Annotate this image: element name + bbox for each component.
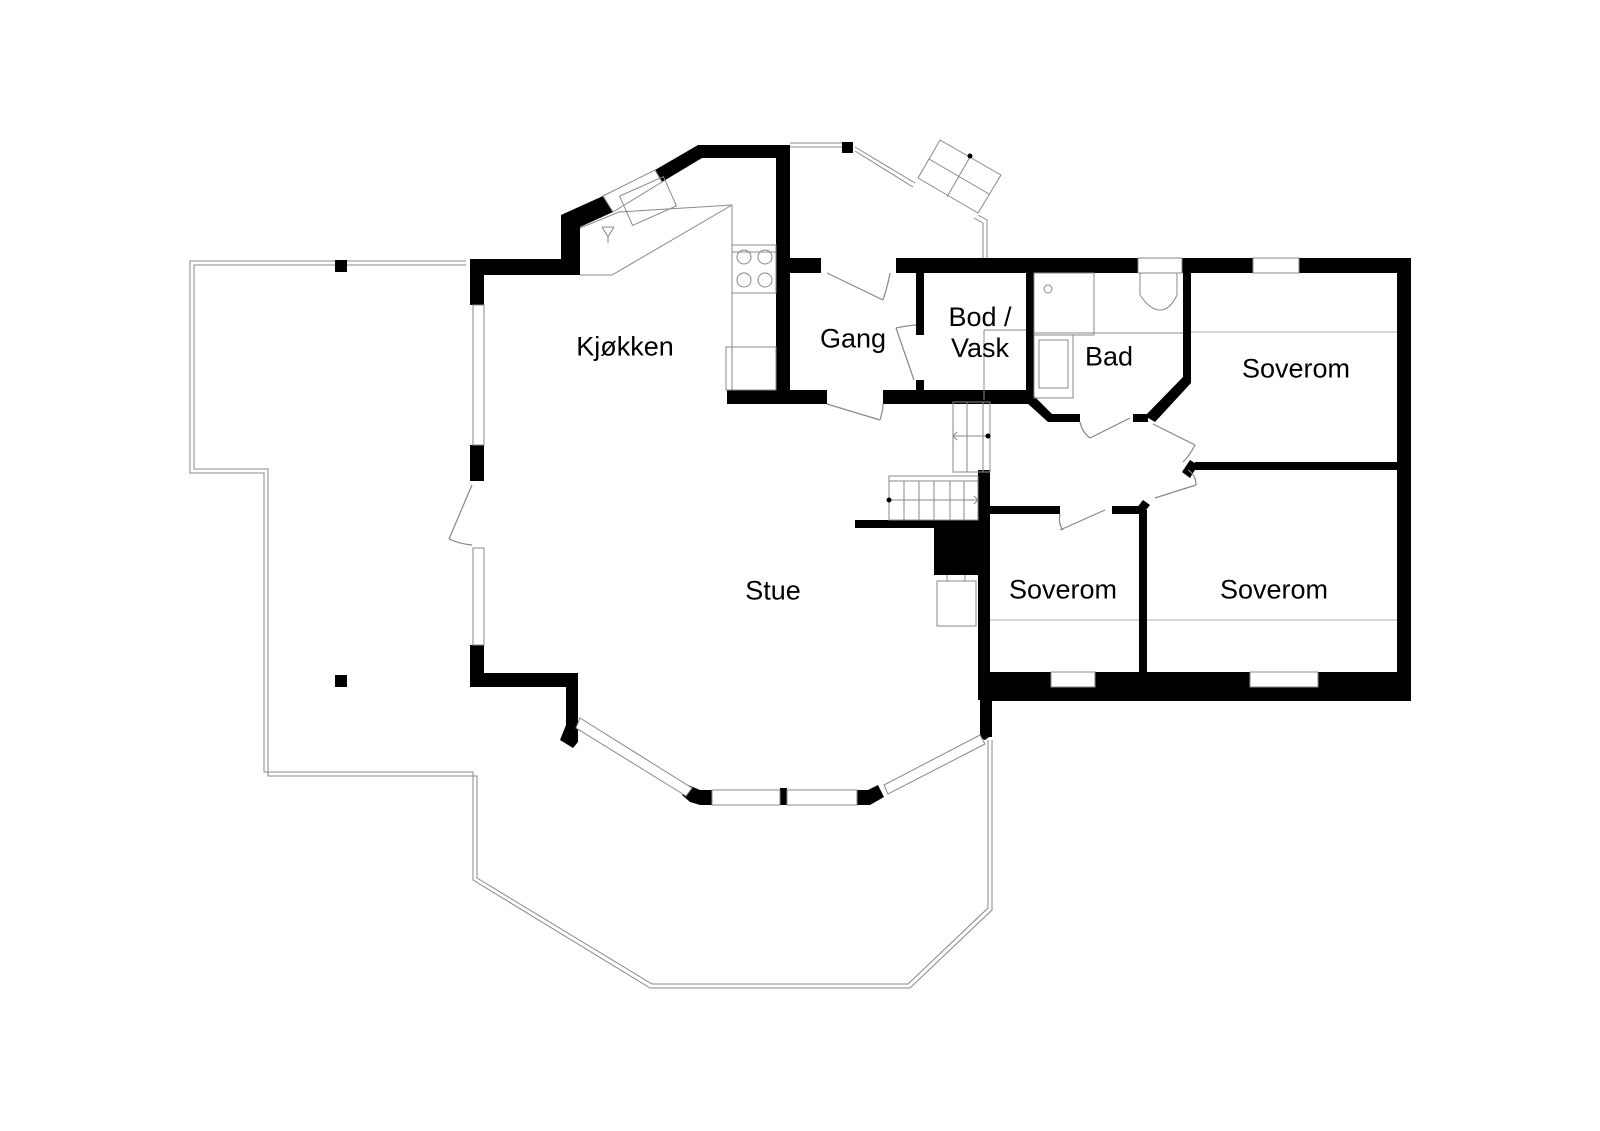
bathroom-fixtures bbox=[1033, 272, 1183, 399]
room-label-vask-line2: Vask bbox=[950, 333, 1010, 363]
room-label-kjokken: Kjøkken bbox=[576, 331, 674, 362]
bod-fixtures bbox=[983, 329, 1026, 400]
room-label-bod-line1: Bod / bbox=[948, 301, 1012, 332]
staircase-upper bbox=[952, 401, 991, 473]
windows bbox=[472, 169, 1319, 806]
walls bbox=[470, 145, 1411, 805]
porch-post bbox=[842, 142, 853, 153]
room-label-bad: Bad bbox=[1084, 341, 1134, 372]
room-label-soverom-1: Soverom bbox=[1241, 353, 1351, 384]
room-label-gang: Gang bbox=[819, 323, 887, 354]
terrace-outline bbox=[189, 260, 993, 989]
room-label-soverom-3: Soverom bbox=[1219, 574, 1329, 605]
room-label-bod-vask: Bod / Vask bbox=[948, 302, 1011, 364]
fireplace bbox=[936, 575, 977, 627]
room-label-soverom-2: Soverom bbox=[1008, 574, 1118, 605]
porch-outline bbox=[790, 142, 988, 262]
room-label-stue: Stue bbox=[745, 575, 801, 606]
kitchen-fixtures bbox=[579, 175, 777, 391]
entry-steps bbox=[917, 139, 1002, 214]
doors bbox=[448, 272, 1197, 546]
room-lines bbox=[990, 331, 1397, 621]
terrace-post bbox=[335, 260, 347, 272]
terrace-post bbox=[335, 675, 347, 687]
staircase-lower bbox=[888, 475, 979, 521]
